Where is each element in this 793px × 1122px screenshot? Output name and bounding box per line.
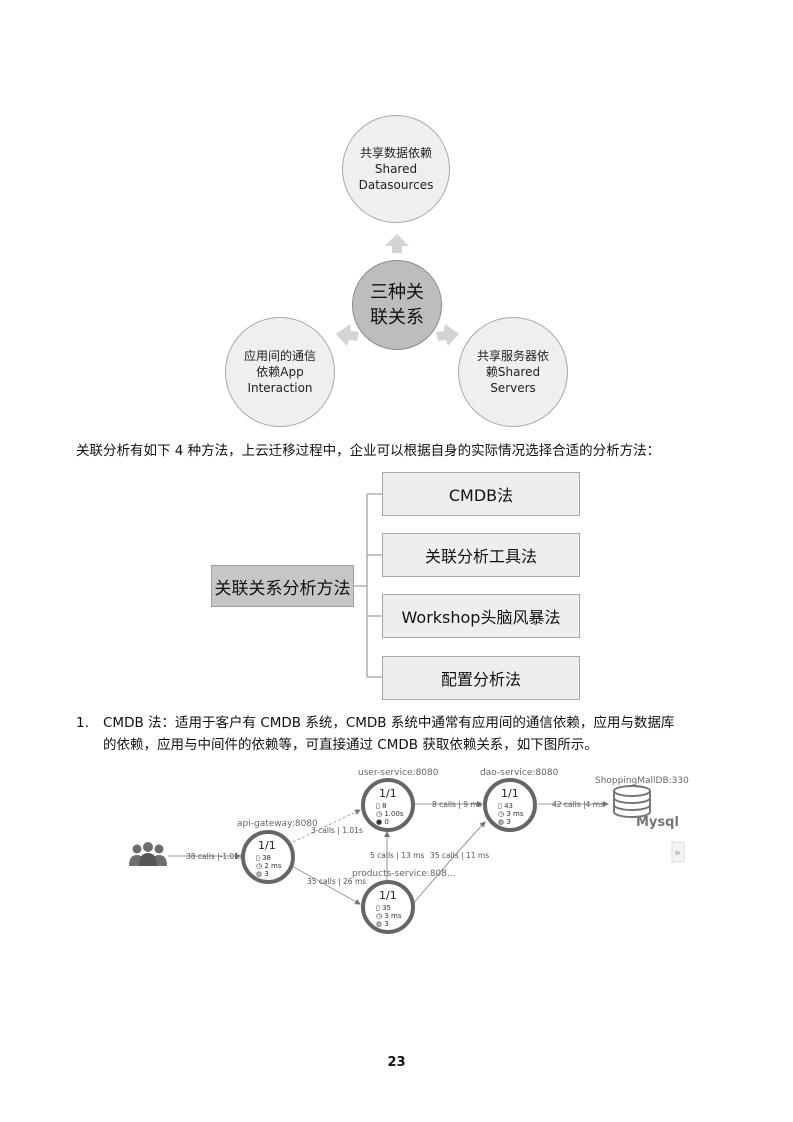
methods-root-box: 关联关系分析方法 <box>211 565 354 607</box>
products-service-stat-3: ◍ 3 <box>376 920 389 928</box>
arrow-up-icon <box>385 234 409 253</box>
method-tool-box: 关联分析工具法 <box>382 533 580 577</box>
api-gateway-stat-3: ◍ 3 <box>256 870 269 878</box>
db-label: Mysql <box>636 815 679 830</box>
products-service-node <box>361 880 415 934</box>
three-relations-circle: 三种关 联关系 <box>352 260 442 350</box>
method-workshop-box: Workshop头脑风暴法 <box>382 594 580 638</box>
api-gateway-stat-2: ◷ 2 ms <box>256 862 282 870</box>
user-service-name: user-service:8080 <box>358 768 439 778</box>
shared-servers-label: 共享服务器依 赖Shared Servers <box>476 349 549 395</box>
dao-service-ratio: 1/1 <box>501 787 519 800</box>
user-service-stat-2: ◷ 1.00s <box>376 810 404 818</box>
shared-servers-circle: 共享服务器依 赖Shared Servers <box>458 317 568 427</box>
edge-gateway-user-label: 3 calls | 1.01s <box>311 826 363 835</box>
api-gateway-ratio: 1/1 <box>258 839 276 852</box>
app-interaction-label: 应用间的通信 依赖App Interaction <box>243 349 316 395</box>
api-gateway-node <box>241 830 295 884</box>
method-config-box: 配置分析法 <box>382 656 580 700</box>
methods-tree-lines <box>353 493 382 678</box>
expand-handle <box>671 841 685 863</box>
methods-root-label: 关联关系分析方法 <box>214 578 351 599</box>
shared-datasources-label: 共享数据依赖 Shared Datasources <box>358 146 434 192</box>
app-interaction-circle: 应用间的通信 依赖App Interaction <box>225 317 335 427</box>
list-number: 1. <box>76 715 89 731</box>
shared-datasources-circle: 共享数据依赖 Shared Datasources <box>342 115 450 223</box>
page-number: 23 <box>387 1055 406 1070</box>
dao-service-name: dao-service:8080 <box>480 768 559 778</box>
edge-user-dao-label: 8 calls | 9 ms <box>432 800 482 809</box>
expand-icon[interactable]: » <box>674 846 681 859</box>
list-line-2: 的依赖，应用与中间件的依赖等，可直接通过 CMDB 获取依赖关系，如下图所示。 <box>103 737 598 753</box>
user-service-node <box>361 778 415 832</box>
dao-service-stat-1: ▯ 43 <box>498 802 513 810</box>
arrow-right-icon <box>436 324 459 346</box>
user-service-stat-1: ▯ 8 <box>376 802 387 810</box>
user-service-ratio: 1/1 <box>379 787 397 800</box>
db-name: ShoppingMallDB:330 <box>595 776 689 786</box>
database-icon <box>613 785 651 818</box>
method-tool-label: 关联分析工具法 <box>424 547 537 566</box>
dao-service-stat-2: ◷ 3 ms <box>498 810 524 818</box>
service-topology: 38 calls |-1.01s 3 calls | 1.01s 35 call… <box>129 768 689 934</box>
method-cmdb-box: CMDB法 <box>382 472 580 516</box>
edge-gateway-products-label: 35 calls | 26 ms <box>307 877 366 886</box>
method-config-label: 配置分析法 <box>440 670 521 689</box>
api-gateway-stat-1: ▯ 38 <box>256 854 271 862</box>
list-line-1: CMDB 法：适用于客户有 CMDB 系统，CMDB 系统中通常有应用间的通信依… <box>103 715 675 731</box>
products-service-ratio: 1/1 <box>379 889 397 902</box>
api-gateway-name: api-gateway:8080 <box>237 819 318 829</box>
method-workshop-label: Workshop头脑风暴法 <box>401 608 561 627</box>
edge-users-gateway-label: 38 calls |-1.01s <box>186 852 243 861</box>
edge-dao-db-label: 42 calls |4 ms <box>552 800 604 809</box>
products-service-stat-2: ◷ 3 ms <box>376 912 402 920</box>
method-cmdb-label: CMDB法 <box>448 486 514 505</box>
dao-service-node <box>483 778 537 832</box>
diagram1-arrows <box>336 234 459 346</box>
edge-products-dao-label: 35 calls | 11 ms <box>430 851 489 860</box>
products-service-stat-1: ▯ 35 <box>376 904 391 912</box>
arrow-left-icon <box>336 324 359 346</box>
user-service-stat-3: ● 0 <box>376 818 389 826</box>
products-service-name: products-service:808... <box>352 869 456 879</box>
three-relations-label: 三种关 联关系 <box>370 282 424 328</box>
users-icon <box>129 842 167 866</box>
edge-products-user-label: 5 calls | 13 ms <box>370 851 424 860</box>
dao-service-stat-3: ◍ 3 <box>498 818 511 826</box>
intro-paragraph: 关联分析有如下 4 种方法，上云迁移过程中，企业可以根据自身的实际情况选择合适的… <box>76 443 661 459</box>
